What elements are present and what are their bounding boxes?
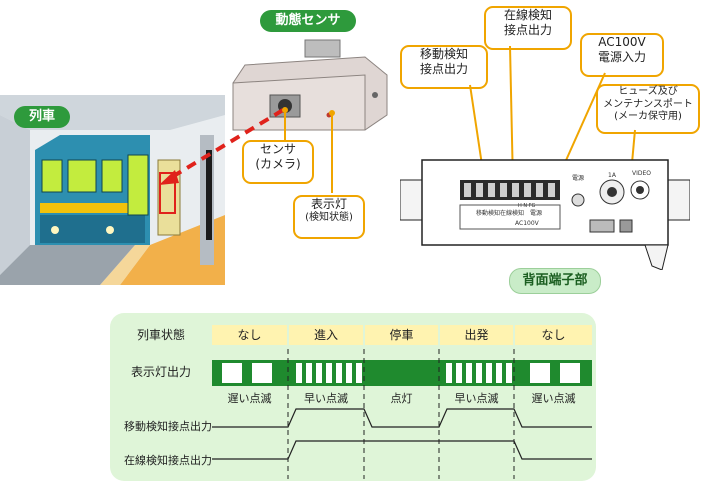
idou-callout-line1: 移動検知 <box>419 47 468 61</box>
blink-label-slow-2: 遅い点滅 <box>531 392 576 405</box>
motion-output-label: 移動検知接点出力 <box>124 420 212 433</box>
power-label: 電源 <box>572 174 584 182</box>
indicator-row-header: 表示灯出力 <box>130 365 191 379</box>
state-row-header: 列車状態 <box>136 328 185 342</box>
state-none-2: なし <box>515 325 592 345</box>
indicator-callout-line1: 表示灯 <box>310 197 347 211</box>
idou-callout: 移動検知 接点出力 <box>400 45 488 89</box>
camera-callout-line2: (カメラ) <box>255 157 301 171</box>
fuse-callout-line2: メンテナンスポート <box>603 98 693 110</box>
terminal-letters: H N FG <box>518 203 536 209</box>
timing-waveforms <box>212 349 592 479</box>
terminal-sub-1: 移動検知 <box>476 209 500 217</box>
state-none-1: なし <box>212 325 287 345</box>
camera-callout: センサ (カメラ) <box>242 140 314 184</box>
sensor-beam <box>159 108 285 185</box>
indicator-blink-bar <box>212 360 592 386</box>
state-row: なし 進入 停車 出発 なし <box>212 325 592 345</box>
state-depart: 出発 <box>440 325 513 345</box>
camera-callout-line1: センサ <box>259 142 296 156</box>
terminal-label: 背面端子部 <box>509 268 601 294</box>
blink-label-slow-1: 遅い点滅 <box>227 392 272 405</box>
sensor-callout-lines <box>282 107 335 193</box>
state-stop: 停車 <box>365 325 438 345</box>
zaisen-callout-line2: 接点出力 <box>503 23 552 37</box>
train-label: 列車 <box>14 106 70 128</box>
zaisen-callout-line1: 在線検知 <box>503 8 552 22</box>
fuse-label: 1A <box>608 172 617 179</box>
terminal-device: 移動検知 在線検知 電源 H N FG AC100V 電源 1A VIDEO <box>400 159 690 270</box>
presence-output-label: 在線検知接点出力 <box>124 454 212 467</box>
blink-label-steady: 点灯 <box>390 392 413 405</box>
ac-callout-line1: AC100V <box>598 35 646 49</box>
zaisen-callout: 在線検知 接点出力 <box>484 6 572 50</box>
motion-waveform <box>212 408 592 428</box>
terminal-sub-2: 在線検知 <box>500 209 524 217</box>
port-label: VIDEO <box>632 170 651 177</box>
presence-waveform <box>212 440 592 460</box>
sensor-label: 動態センサ <box>260 10 356 32</box>
blink-label-fast-1: 早い点滅 <box>304 392 348 405</box>
fuse-callout-line3: (メーカ保守用) <box>614 111 682 122</box>
train-illustration <box>0 95 225 285</box>
ac-callout: AC100V 電源入力 <box>580 33 664 77</box>
fuse-callout-line1: ヒューズ及び <box>618 86 678 97</box>
indicator-callout-line2: (検知状態) <box>305 212 353 223</box>
fuse-callout: ヒューズ及び メンテナンスポート (メーカ保守用) <box>596 84 700 134</box>
terminal-sub-3: 電源 <box>530 209 542 217</box>
blink-label-fast-2: 早い点滅 <box>454 392 499 405</box>
indicator-callout: 表示灯 (検知状態) <box>293 195 365 239</box>
state-enter: 進入 <box>289 325 363 345</box>
terminal-ac: AC100V <box>515 220 540 227</box>
idou-callout-line2: 接点出力 <box>419 62 468 76</box>
ac-callout-line2: 電源入力 <box>597 50 646 64</box>
